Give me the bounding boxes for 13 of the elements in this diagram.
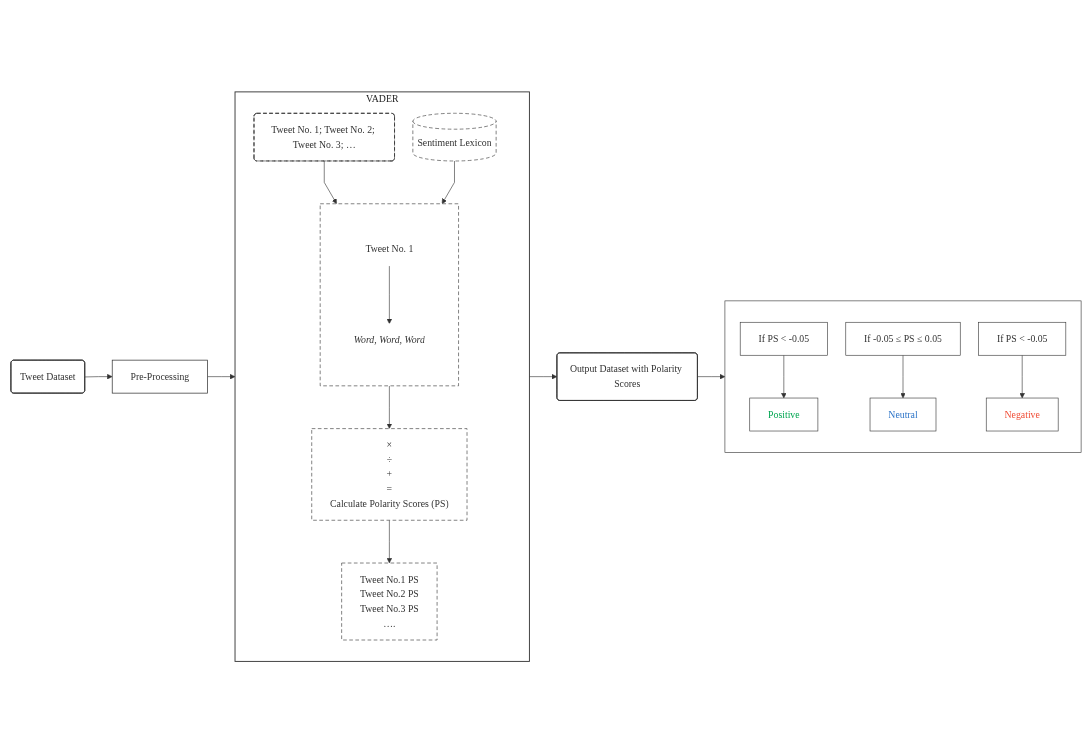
node-box: Tweet No.1 PS Tweet No.2 PS Tweet No.3 PS …. — [341, 563, 438, 641]
cluster — [319, 203, 459, 387]
node-box: If PS < -0.05 — [978, 322, 1067, 356]
node-box: Positive — [749, 398, 819, 432]
cluster — [724, 300, 1082, 454]
node-text: Word, Word, Word — [353, 335, 425, 346]
node-box: Neutral — [869, 398, 937, 432]
node-box: If -0.05 ≤ PS ≤ 0.05 — [845, 322, 961, 356]
node-box: If PS < -0.05 — [739, 322, 828, 356]
node-box: Negative — [985, 398, 1059, 432]
node-box: × ÷ + = Calculate Polarity Scores (PS) — [311, 428, 468, 521]
node-box: Pre-Processing — [111, 360, 208, 394]
node-text: Tweet No. 1 — [365, 244, 414, 255]
